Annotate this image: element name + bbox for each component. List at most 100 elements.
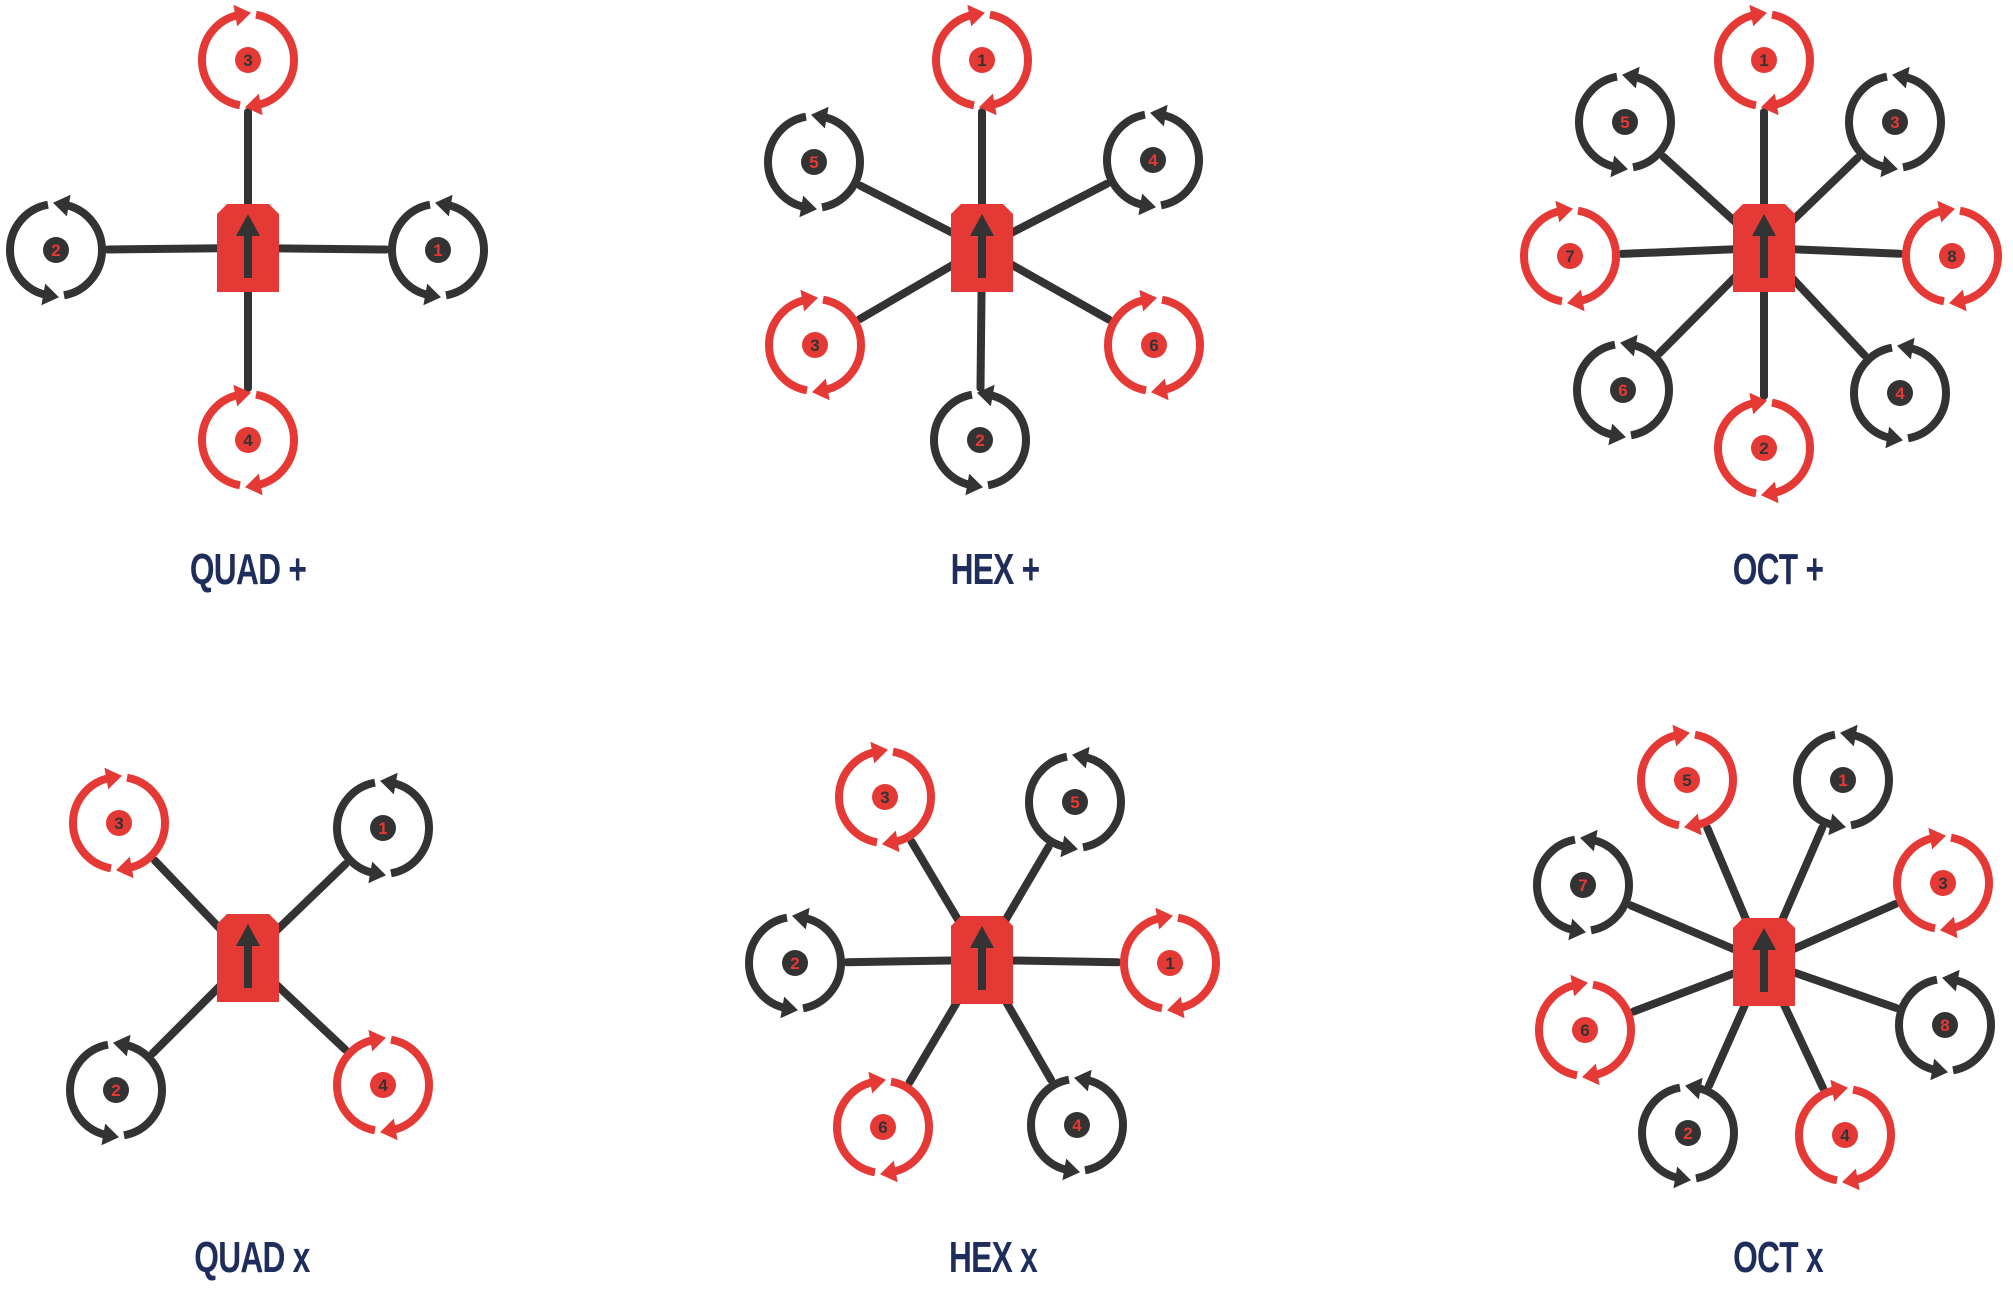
rotation-arc bbox=[1771, 398, 1814, 498]
motor-number-label: 3 bbox=[810, 336, 819, 355]
motor-badge bbox=[1830, 767, 1856, 793]
motor-badge bbox=[1612, 109, 1638, 135]
rotation-arrowhead-icon bbox=[792, 907, 810, 930]
rotation-arc bbox=[1590, 835, 1633, 935]
motor-number-label: 2 bbox=[1759, 439, 1768, 458]
rotation-arc bbox=[1902, 72, 1945, 172]
motor-badge bbox=[1610, 377, 1636, 403]
motor-number-label: 4 bbox=[1840, 1126, 1850, 1145]
rotation-arc bbox=[1850, 343, 1893, 443]
motor-5: 5 bbox=[1575, 66, 1675, 178]
caption-hex-x: HEX x bbox=[949, 1233, 1038, 1282]
motor-4: 4 bbox=[198, 384, 298, 496]
rotation-arrowhead-icon bbox=[1949, 289, 1967, 312]
motor-number-label: 8 bbox=[1947, 247, 1956, 266]
rotation-arrowhead-icon bbox=[1155, 907, 1173, 930]
motor-number-label: 3 bbox=[1938, 874, 1947, 893]
rotation-arc bbox=[388, 200, 431, 300]
diagram-hex-plus: 1 2 3 4 5 6 bbox=[764, 4, 1204, 496]
rotation-arrowhead-icon bbox=[233, 384, 251, 407]
rotation-arrowhead-icon bbox=[1060, 835, 1078, 858]
motor-number-label: 2 bbox=[111, 1081, 120, 1100]
motor-1: 1 bbox=[1793, 724, 1893, 836]
motor-badge bbox=[1932, 1012, 1958, 1038]
motor-3: 3 bbox=[69, 767, 169, 879]
rotation-arc bbox=[69, 773, 112, 873]
rotation-arrowhead-icon bbox=[1930, 1058, 1948, 1081]
rotation-arrowhead-icon bbox=[1840, 724, 1858, 747]
motor-2: 2 bbox=[1638, 1077, 1738, 1189]
motor-number-label: 6 bbox=[1149, 336, 1158, 355]
rotation-arrowhead-icon bbox=[1928, 827, 1946, 850]
rotation-arc bbox=[1104, 295, 1147, 395]
rotation-arc bbox=[1632, 72, 1675, 172]
motor-5: 5 bbox=[1637, 724, 1737, 836]
motor-6: 6 bbox=[1573, 334, 1673, 446]
rotation-arc bbox=[1575, 72, 1618, 172]
motor-4: 4 bbox=[1027, 1069, 1127, 1181]
rotation-arrowhead-icon bbox=[1074, 1069, 1092, 1092]
motor-number-label: 2 bbox=[975, 431, 984, 450]
rotation-arc bbox=[1637, 730, 1680, 830]
motor-1: 1 bbox=[333, 772, 433, 884]
rotation-arc bbox=[255, 390, 298, 490]
rotation-arc bbox=[1907, 343, 1950, 443]
motor-badge bbox=[801, 149, 827, 175]
rotation-arc bbox=[930, 390, 973, 490]
motor-number-label: 3 bbox=[114, 814, 123, 833]
rotation-arrowhead-icon bbox=[104, 767, 122, 790]
motor-number-label: 4 bbox=[1148, 151, 1158, 170]
rotation-arc bbox=[390, 1035, 433, 1135]
motor-number-label: 1 bbox=[1838, 771, 1847, 790]
rotation-arc bbox=[1714, 398, 1757, 498]
motor-badge bbox=[1882, 109, 1908, 135]
rotation-arc bbox=[1160, 110, 1203, 210]
rotation-arrowhead-icon bbox=[1150, 104, 1168, 127]
motor-badge bbox=[1751, 435, 1777, 461]
rotation-arrowhead-icon bbox=[1761, 481, 1779, 504]
caption-hex-plus: HEX + bbox=[950, 545, 1041, 594]
rotation-arrowhead-icon bbox=[870, 741, 888, 764]
motor-badge bbox=[1157, 950, 1183, 976]
rotation-arc bbox=[255, 10, 298, 110]
direction-arrow-icon bbox=[1752, 214, 1776, 278]
rotation-arc bbox=[1959, 206, 2002, 306]
motor-number-label: 2 bbox=[790, 954, 799, 973]
rotation-arc bbox=[445, 200, 488, 300]
rotation-arrowhead-icon bbox=[1570, 974, 1588, 997]
motor-number-label: 4 bbox=[1895, 384, 1905, 403]
rotation-arrowhead-icon bbox=[780, 996, 798, 1019]
rotation-arc bbox=[802, 913, 845, 1013]
rotation-arrowhead-icon bbox=[799, 195, 817, 218]
rotation-arc bbox=[822, 295, 865, 395]
rotation-arc bbox=[1638, 1083, 1681, 1183]
rotation-arrowhead-icon bbox=[811, 106, 829, 129]
rotation-arc bbox=[333, 1035, 376, 1135]
rotation-arrowhead-icon bbox=[53, 194, 71, 217]
rotation-arc bbox=[1577, 206, 1620, 306]
motor-5: 5 bbox=[764, 106, 864, 218]
rotation-arrowhead-icon bbox=[800, 289, 818, 312]
motor-number-label: 5 bbox=[809, 153, 818, 172]
rotation-arc bbox=[1694, 730, 1737, 830]
rotation-arrowhead-icon bbox=[977, 384, 995, 407]
rotation-arrowhead-icon bbox=[233, 4, 251, 27]
motor-number-label: 6 bbox=[878, 1118, 887, 1137]
motor-badge bbox=[1930, 870, 1956, 896]
direction-arrow-icon bbox=[236, 924, 260, 988]
rotation-arc bbox=[1850, 730, 1893, 830]
motor-2: 2 bbox=[745, 907, 845, 1019]
rotation-arc bbox=[66, 1040, 109, 1140]
motor-number-label: 5 bbox=[1620, 113, 1629, 132]
rotation-arrowhead-icon bbox=[1749, 4, 1767, 27]
motor-1: 1 bbox=[932, 4, 1032, 116]
motor-5: 5 bbox=[1025, 746, 1125, 858]
motor-number-label: 4 bbox=[1072, 1116, 1082, 1135]
rotation-arc bbox=[1520, 206, 1563, 306]
rotation-arc bbox=[333, 778, 376, 878]
rotation-arrowhead-icon bbox=[435, 194, 453, 217]
rotation-arrowhead-icon bbox=[368, 1029, 386, 1052]
motor-badge bbox=[1887, 380, 1913, 406]
